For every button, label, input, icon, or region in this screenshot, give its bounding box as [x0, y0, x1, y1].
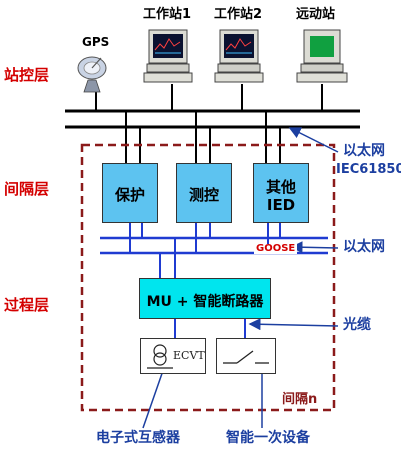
protection-label: 保护: [114, 186, 145, 204]
remote-station-icon: [296, 29, 348, 83]
ethernet-label: 以太网: [343, 143, 385, 159]
breaker-switch-icon: [223, 350, 269, 364]
station-level-label: 站控层: [4, 66, 50, 84]
other-ied-label-line1: 其他: [265, 178, 296, 196]
transformer-icon: [147, 344, 173, 369]
other-ied-label-line2: IED: [266, 196, 296, 214]
workstation2-label: 工作站2: [214, 7, 263, 22]
gps-label: GPS: [82, 35, 110, 49]
fiber-arrow: [248, 318, 339, 331]
other-ied-device: 其他 IED: [253, 163, 309, 223]
fiber-label: 光缆: [343, 317, 371, 333]
intelligent-primary-device: [216, 338, 276, 374]
ecvt-label: ECVT: [173, 349, 205, 362]
bay-n-label: 间隔n: [282, 392, 318, 407]
bay-n-boundary: [80, 143, 336, 412]
workstation1-icon: [143, 29, 193, 83]
measure-control-device: 测控: [176, 163, 232, 223]
remote-station-label: 远动站: [296, 7, 336, 22]
electronic-transformer-label: 电子式互感器: [96, 430, 180, 446]
ethernet-arrow: [288, 127, 339, 153]
process-level-label: 过程层: [4, 296, 50, 314]
goose-label: GOOSE: [254, 243, 298, 254]
protection-device: 保护: [102, 163, 158, 223]
workstation2-icon: [214, 29, 264, 83]
ecvt-device: ECVT: [140, 338, 206, 374]
ethernet2-arrow: [290, 241, 339, 254]
mu-breaker-device: MU + 智能断路器: [139, 278, 271, 319]
iec61850-label: IEC61850: [336, 162, 401, 177]
ethernet2-label: 以太网: [343, 239, 385, 255]
intelligent-primary-label: 智能一次设备: [226, 430, 310, 446]
gps-dish-icon: [77, 56, 107, 93]
workstation1-label: 工作站1: [143, 7, 192, 22]
bay-level-label: 间隔层: [4, 180, 50, 198]
measure-control-label: 测控: [188, 186, 219, 204]
mu-breaker-label: MU + 智能断路器: [146, 294, 264, 310]
